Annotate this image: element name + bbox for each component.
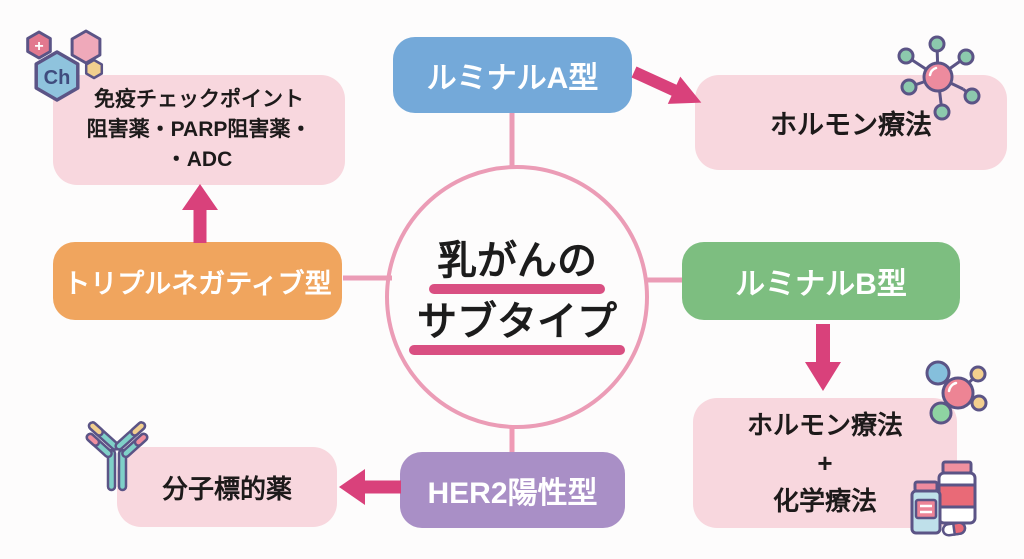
arrow-up-triple-negative: [182, 184, 218, 243]
treatment-hormone-chemo-line3: 化学療法: [772, 486, 877, 516]
node-her2-positive: HER2陽性型: [400, 452, 625, 528]
treatment-hormone-therapy: ホルモン療法: [695, 75, 1007, 170]
arrow-down-luminal-b: [805, 324, 841, 391]
node-luminal-b: ルミナルB型: [682, 242, 960, 320]
treatment-hormone-label: ホルモン療法: [770, 110, 932, 140]
diagram-title-line1: 乳がんの: [437, 239, 597, 283]
antibody-icon: [85, 421, 149, 492]
diagram-title: 乳がんの サブタイプ: [409, 239, 625, 355]
treatment-hormone-chemo-line1: ホルモン療法: [746, 410, 903, 440]
treatment-hormone-plus-chemo: ホルモン療法 + 化学療法: [693, 398, 957, 528]
node-luminal-a-label: ルミナルA型: [426, 62, 599, 95]
arrow-left-her2: [339, 469, 401, 505]
treatment-immune-line2: 阻害薬・PARP阻害薬・: [86, 118, 312, 141]
plus-hexagon-label: +: [34, 38, 43, 55]
title-underline: [429, 284, 605, 294]
node-luminal-a: ルミナルA型: [393, 37, 632, 113]
title-underline: [409, 345, 625, 355]
pill-bottles-icon: [910, 460, 977, 537]
diagram-title-line2: サブタイプ: [417, 300, 617, 344]
treatment-immune-line3: ・ADC: [165, 148, 233, 171]
node-luminal-b-label: ルミナルB型: [735, 268, 907, 301]
chemistry-hexagons-icon: + Ch: [26, 29, 104, 102]
node-triple-negative-label: トリプルネガティブ型: [63, 268, 332, 299]
node-triple-negative: トリプルネガティブ型: [53, 242, 342, 320]
treatment-immune-line1: 免疫チェックポイント: [94, 88, 304, 111]
molecule-cluster-icon: [925, 360, 988, 425]
treatment-molecular-targeted: 分子標的薬: [117, 447, 337, 527]
node-her2-label: HER2陽性型: [427, 477, 598, 510]
molecule-spokes-icon: [897, 35, 981, 121]
treatment-hormone-chemo-line2: +: [817, 448, 833, 478]
ch-hexagon-label: Ch: [44, 67, 71, 89]
treatment-immune-parp-adc: 免疫チェックポイント 阻害薬・PARP阻害薬・ ・ADC: [53, 75, 345, 185]
treatment-molecular-label: 分子標的薬: [161, 473, 292, 504]
